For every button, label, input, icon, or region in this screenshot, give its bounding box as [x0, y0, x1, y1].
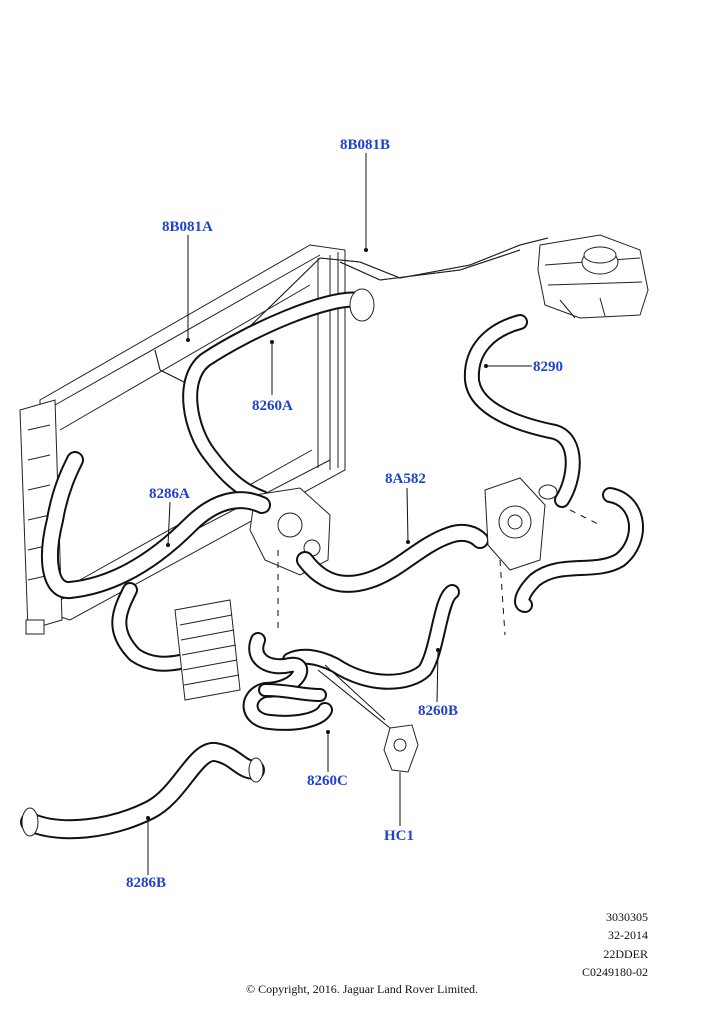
- callout-8260C[interactable]: 8260C: [307, 773, 348, 789]
- hose-8290: [463, 314, 581, 508]
- hose-8260C: [242, 632, 333, 731]
- radiator: [19, 244, 346, 635]
- callout-8260B[interactable]: 8260B: [418, 703, 459, 719]
- callout-8286A[interactable]: 8286A: [149, 486, 190, 502]
- callout-8B081A[interactable]: 8B081A: [162, 219, 213, 235]
- reference-line-3: 22DDER: [603, 947, 648, 961]
- hose-8286B: [20, 742, 265, 840]
- callout-8B081B[interactable]: 8B081B: [340, 137, 391, 153]
- copyright-notice: © Copyright, 2016. Jaguar Land Rover Lim…: [245, 982, 479, 996]
- water-pump: [484, 477, 546, 571]
- callout-8260A[interactable]: 8260A: [252, 398, 293, 414]
- callout-leaders: [146, 153, 532, 875]
- callout-8290[interactable]: 8290: [533, 359, 563, 375]
- bypass-hose: [514, 487, 644, 613]
- hose-8A582: [296, 523, 489, 593]
- reference-line-2: 32-2014: [608, 928, 648, 942]
- oil-cooler: [174, 599, 241, 701]
- hose-8260A: [182, 288, 375, 506]
- hose-8286A: [41, 451, 271, 672]
- reference-line-1: 3030305: [606, 910, 648, 924]
- reference-line-4: C0249180-02: [582, 965, 648, 979]
- callout-8286B[interactable]: 8286B: [126, 875, 167, 891]
- assembly-lines: [277, 509, 601, 636]
- hose-clip: [383, 724, 419, 773]
- callout-HC1[interactable]: HC1: [384, 828, 414, 844]
- callout-8A582[interactable]: 8A582: [385, 471, 426, 487]
- expansion-tank: [537, 234, 649, 319]
- hose-8260B: [282, 584, 460, 690]
- bleed-pipes: [154, 237, 549, 386]
